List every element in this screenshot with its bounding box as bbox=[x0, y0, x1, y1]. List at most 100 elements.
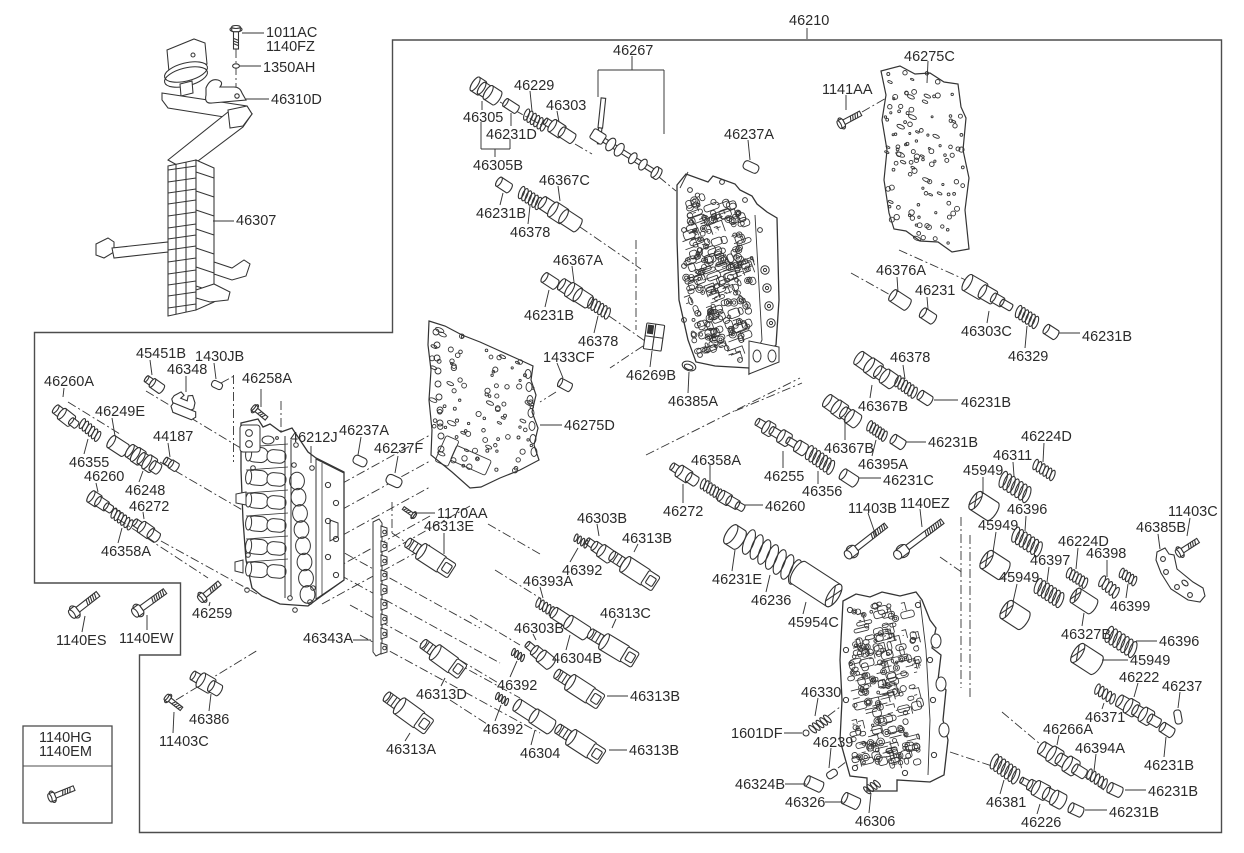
svg-text:46266A: 46266A bbox=[1043, 722, 1093, 738]
svg-text:46367C: 46367C bbox=[539, 173, 590, 189]
svg-text:46367A: 46367A bbox=[553, 253, 603, 269]
svg-text:44187: 44187 bbox=[153, 429, 193, 445]
svg-text:46392: 46392 bbox=[497, 678, 537, 694]
svg-text:46231E: 46231E bbox=[712, 572, 762, 588]
svg-text:46269B: 46269B bbox=[626, 368, 676, 384]
svg-text:46326: 46326 bbox=[785, 795, 825, 811]
svg-text:1140EZ: 1140EZ bbox=[900, 496, 950, 512]
svg-text:45949: 45949 bbox=[963, 463, 1003, 479]
svg-text:46310D: 46310D bbox=[271, 92, 322, 108]
svg-text:46306: 46306 bbox=[855, 814, 895, 830]
svg-text:11403C: 11403C bbox=[1168, 504, 1218, 520]
svg-text:46260: 46260 bbox=[84, 469, 124, 485]
svg-text:46258A: 46258A bbox=[242, 371, 292, 387]
svg-text:46313D: 46313D bbox=[416, 687, 467, 703]
svg-text:46237: 46237 bbox=[1162, 679, 1202, 695]
svg-text:46358A: 46358A bbox=[101, 544, 151, 560]
svg-text:46376A: 46376A bbox=[876, 263, 926, 279]
svg-text:46231B: 46231B bbox=[1082, 329, 1132, 345]
svg-text:46395A: 46395A bbox=[858, 457, 908, 473]
svg-text:46358A: 46358A bbox=[691, 453, 741, 469]
svg-text:46307: 46307 bbox=[236, 213, 276, 229]
svg-text:46304B: 46304B bbox=[552, 651, 602, 667]
svg-text:46229: 46229 bbox=[514, 78, 554, 94]
svg-text:46355: 46355 bbox=[69, 455, 109, 471]
svg-text:46231B: 46231B bbox=[1109, 805, 1159, 821]
svg-text:46367B: 46367B bbox=[858, 399, 908, 415]
svg-text:46392: 46392 bbox=[483, 722, 523, 738]
svg-text:1170AA: 1170AA bbox=[437, 506, 488, 522]
svg-text:46212J: 46212J bbox=[290, 430, 338, 446]
svg-text:46249E: 46249E bbox=[95, 404, 145, 420]
svg-text:46313C: 46313C bbox=[600, 606, 651, 622]
svg-text:46303B: 46303B bbox=[577, 511, 627, 527]
svg-text:46385A: 46385A bbox=[668, 394, 718, 410]
svg-text:1140EM: 1140EM bbox=[39, 744, 92, 760]
svg-text:11403B: 11403B bbox=[848, 501, 897, 517]
svg-text:46222: 46222 bbox=[1119, 670, 1159, 686]
svg-text:46313E: 46313E bbox=[424, 519, 474, 535]
svg-text:46210: 46210 bbox=[789, 13, 829, 29]
svg-text:46231B: 46231B bbox=[1148, 784, 1198, 800]
svg-text:46303C: 46303C bbox=[961, 324, 1012, 340]
svg-text:45949: 45949 bbox=[978, 518, 1018, 534]
svg-text:45949: 45949 bbox=[999, 570, 1039, 586]
svg-text:46260: 46260 bbox=[765, 499, 805, 515]
svg-text:46348: 46348 bbox=[167, 362, 207, 378]
svg-text:46385B: 46385B bbox=[1136, 520, 1186, 536]
svg-text:46371: 46371 bbox=[1085, 710, 1125, 726]
svg-text:46399: 46399 bbox=[1110, 599, 1150, 615]
svg-text:46255: 46255 bbox=[764, 469, 804, 485]
svg-text:46393A: 46393A bbox=[523, 574, 573, 590]
svg-text:46313B: 46313B bbox=[629, 743, 679, 759]
svg-text:46305: 46305 bbox=[463, 110, 503, 126]
svg-text:1141AA: 1141AA bbox=[822, 82, 873, 98]
svg-text:46378: 46378 bbox=[578, 334, 618, 350]
svg-text:46231B: 46231B bbox=[928, 435, 978, 451]
svg-text:46304: 46304 bbox=[520, 746, 560, 762]
svg-text:46231B: 46231B bbox=[476, 206, 526, 222]
svg-text:46267: 46267 bbox=[613, 43, 653, 59]
svg-text:46378: 46378 bbox=[510, 225, 550, 241]
svg-text:45451B: 45451B bbox=[136, 346, 186, 362]
svg-text:46343A: 46343A bbox=[303, 631, 353, 647]
svg-text:46248: 46248 bbox=[125, 483, 165, 499]
svg-text:46394A: 46394A bbox=[1075, 741, 1125, 757]
svg-text:1601DF: 1601DF bbox=[731, 726, 783, 742]
svg-text:46275C: 46275C bbox=[904, 49, 955, 65]
svg-text:46236: 46236 bbox=[751, 593, 791, 609]
svg-text:46272: 46272 bbox=[663, 504, 703, 520]
svg-text:11403C: 11403C bbox=[159, 734, 209, 750]
svg-text:46272: 46272 bbox=[129, 499, 169, 515]
svg-text:46396: 46396 bbox=[1007, 502, 1047, 518]
svg-text:46275D: 46275D bbox=[564, 418, 615, 434]
svg-text:46398: 46398 bbox=[1086, 546, 1126, 562]
svg-text:46237F: 46237F bbox=[374, 441, 423, 457]
svg-text:46386: 46386 bbox=[189, 712, 229, 728]
svg-text:46231B: 46231B bbox=[1144, 758, 1194, 774]
svg-text:1140ES: 1140ES bbox=[56, 633, 107, 649]
svg-text:46305B: 46305B bbox=[473, 158, 523, 174]
svg-text:46226: 46226 bbox=[1021, 815, 1061, 831]
svg-text:46329: 46329 bbox=[1008, 349, 1048, 365]
svg-text:46327B: 46327B bbox=[1061, 627, 1111, 643]
svg-text:46224D: 46224D bbox=[1021, 429, 1072, 445]
svg-text:46324B: 46324B bbox=[735, 777, 785, 793]
svg-text:45954C: 45954C bbox=[788, 615, 839, 631]
svg-text:46231B: 46231B bbox=[961, 395, 1011, 411]
svg-text:46311: 46311 bbox=[993, 448, 1032, 464]
svg-text:1011AC: 1011AC bbox=[266, 25, 317, 41]
svg-text:45949: 45949 bbox=[1130, 653, 1170, 669]
svg-text:46396: 46396 bbox=[1159, 634, 1199, 650]
svg-text:1140EW: 1140EW bbox=[119, 631, 174, 647]
svg-text:46313B: 46313B bbox=[630, 689, 680, 705]
svg-text:46231B: 46231B bbox=[524, 308, 574, 324]
svg-text:46303B: 46303B bbox=[514, 621, 564, 637]
svg-text:46303: 46303 bbox=[546, 98, 586, 114]
svg-text:46231C: 46231C bbox=[883, 473, 934, 489]
svg-text:46378: 46378 bbox=[890, 350, 930, 366]
svg-text:46313A: 46313A bbox=[386, 742, 436, 758]
svg-text:46260A: 46260A bbox=[44, 374, 94, 390]
svg-text:1430JB: 1430JB bbox=[195, 349, 244, 365]
svg-text:46237A: 46237A bbox=[724, 127, 774, 143]
